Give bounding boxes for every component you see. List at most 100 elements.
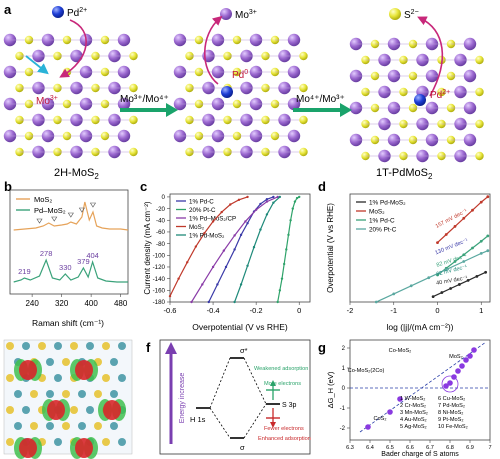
polarization-point [246, 195, 249, 199]
s2-ion-atom [389, 8, 401, 20]
atom-site [30, 422, 38, 430]
mo-atom [463, 37, 477, 51]
scatter-y-tick-label: 1 [342, 366, 346, 372]
polarization-point [278, 289, 282, 292]
raman-peak-label: 278 [40, 249, 53, 258]
atom-site [110, 390, 118, 398]
scatter-xlabel: Bader charge of S atoms [381, 451, 459, 458]
scatter-structure-label: Co-MoS₂ [389, 348, 412, 354]
tafel-point [431, 295, 435, 298]
polarization-x-tick-label: -0.4 [207, 306, 220, 315]
s-atom [475, 151, 484, 161]
polarization-point [259, 228, 262, 231]
orbital-diagram-frame [159, 339, 311, 455]
tafel-point [457, 283, 461, 286]
polarization-point [259, 202, 262, 206]
polarization-point [278, 195, 282, 199]
polarization-point [233, 300, 236, 304]
atom-site [54, 438, 62, 446]
mo-atom [463, 69, 477, 83]
charge-accumulation-blob [75, 360, 93, 380]
scatter-x-tick-label: 6.5 [386, 445, 394, 451]
polarization-point [254, 208, 258, 211]
polarization-y-tick-label: -60 [156, 229, 166, 236]
tafel-point [444, 233, 448, 236]
polarization-point [282, 262, 286, 266]
scatter-point [447, 380, 453, 386]
process-arrow-2-head [340, 103, 352, 117]
polarization-x-tick-label: -0.6 [164, 306, 177, 315]
atom-site [70, 406, 78, 414]
tafel-point [479, 200, 483, 204]
atom-site [94, 390, 102, 398]
scatter-legend-entry: 1 W-MoS₂ [400, 396, 425, 402]
scatter-legend-entry: 2 Cr-MoS₂ [400, 403, 426, 409]
mo-atom [287, 97, 301, 111]
charge-accumulation-blob [47, 400, 65, 420]
scatter-x-tick-label: 6.3 [346, 445, 354, 451]
polarization-y-tick-label: -140 [153, 276, 166, 283]
atom-site [30, 390, 38, 398]
polarization-y-tick-label: -80 [156, 241, 166, 248]
atom-site [110, 422, 118, 430]
polarization-point [211, 265, 215, 269]
atom-site [94, 422, 102, 430]
raman-series-line [13, 201, 129, 231]
polarization-series-line [169, 196, 248, 297]
polarization-point [229, 203, 232, 206]
s2-ion-label: S2− [404, 9, 419, 21]
polarization-x-tick-label: -0.2 [250, 306, 263, 315]
raman-series-line [13, 258, 128, 283]
tafel-point [471, 246, 474, 250]
tafel-point [436, 241, 439, 245]
atom-site [118, 438, 126, 446]
s-release-arrow [417, 16, 444, 97]
raman-legend-label: MoS₂ [34, 195, 52, 204]
panel-label-d: d [318, 179, 326, 194]
mo-atom [117, 33, 131, 47]
polarization-legend-label: 20% Pt-C [189, 207, 216, 214]
polarization-point [246, 221, 249, 225]
raman-peak-label: 219 [18, 267, 31, 276]
scatter-legend-entry: 5 Ag-MoS₂ [400, 424, 427, 430]
atom-site [102, 438, 110, 446]
polarization-y-tick-label: -120 [153, 264, 166, 271]
atom-site [118, 374, 126, 382]
raman-peak-marker [78, 207, 85, 213]
raman-x-tick-label: 480 [114, 299, 128, 308]
scatter-x-tick-label: 6.6 [406, 445, 414, 451]
s-atom [475, 55, 484, 65]
scatter-point [397, 396, 403, 402]
atom-site [6, 438, 14, 446]
process-arrow-1-head [166, 103, 178, 117]
scatter-structure-label: CoS₂ [373, 416, 386, 422]
scatter-legend-entry: 4 Au-MoS₂ [400, 417, 427, 423]
scatter-y-tick-label: 0 [342, 386, 346, 392]
scatter-x-tick-label: 6.9 [466, 445, 474, 451]
s-atom [129, 147, 138, 157]
scatter-point [443, 383, 449, 389]
atom-site [46, 422, 54, 430]
scatter-legend-entry: 10 Fe-MoS₂ [438, 424, 468, 430]
charge-density-map [6, 342, 126, 459]
label-2h-mos2: 2H-MoS2 [54, 167, 99, 181]
raman-x-tick-label: 400 [84, 299, 98, 308]
atom-site [46, 390, 54, 398]
polarization-legend-label: 1% Pd-MoS₂ [189, 233, 225, 240]
fit-line [359, 341, 487, 433]
pd2-site-label: Pd2+ [430, 89, 450, 101]
polarization-point [265, 198, 269, 201]
cluster-highlight-ring [441, 375, 459, 393]
s-atom [24, 99, 34, 109]
lattice-2h-mos2 [3, 33, 138, 159]
scatter-x-tick-label: 6.4 [366, 445, 374, 451]
s-atom [475, 119, 484, 129]
polarization-y-tick-label: -20 [156, 206, 166, 213]
tafel-point [471, 208, 474, 212]
polarization-series-line [277, 196, 300, 303]
mo-atom [117, 65, 131, 79]
polarization-ylabel: Current density (mA cm⁻²) [143, 201, 152, 294]
s-atom [299, 147, 308, 157]
